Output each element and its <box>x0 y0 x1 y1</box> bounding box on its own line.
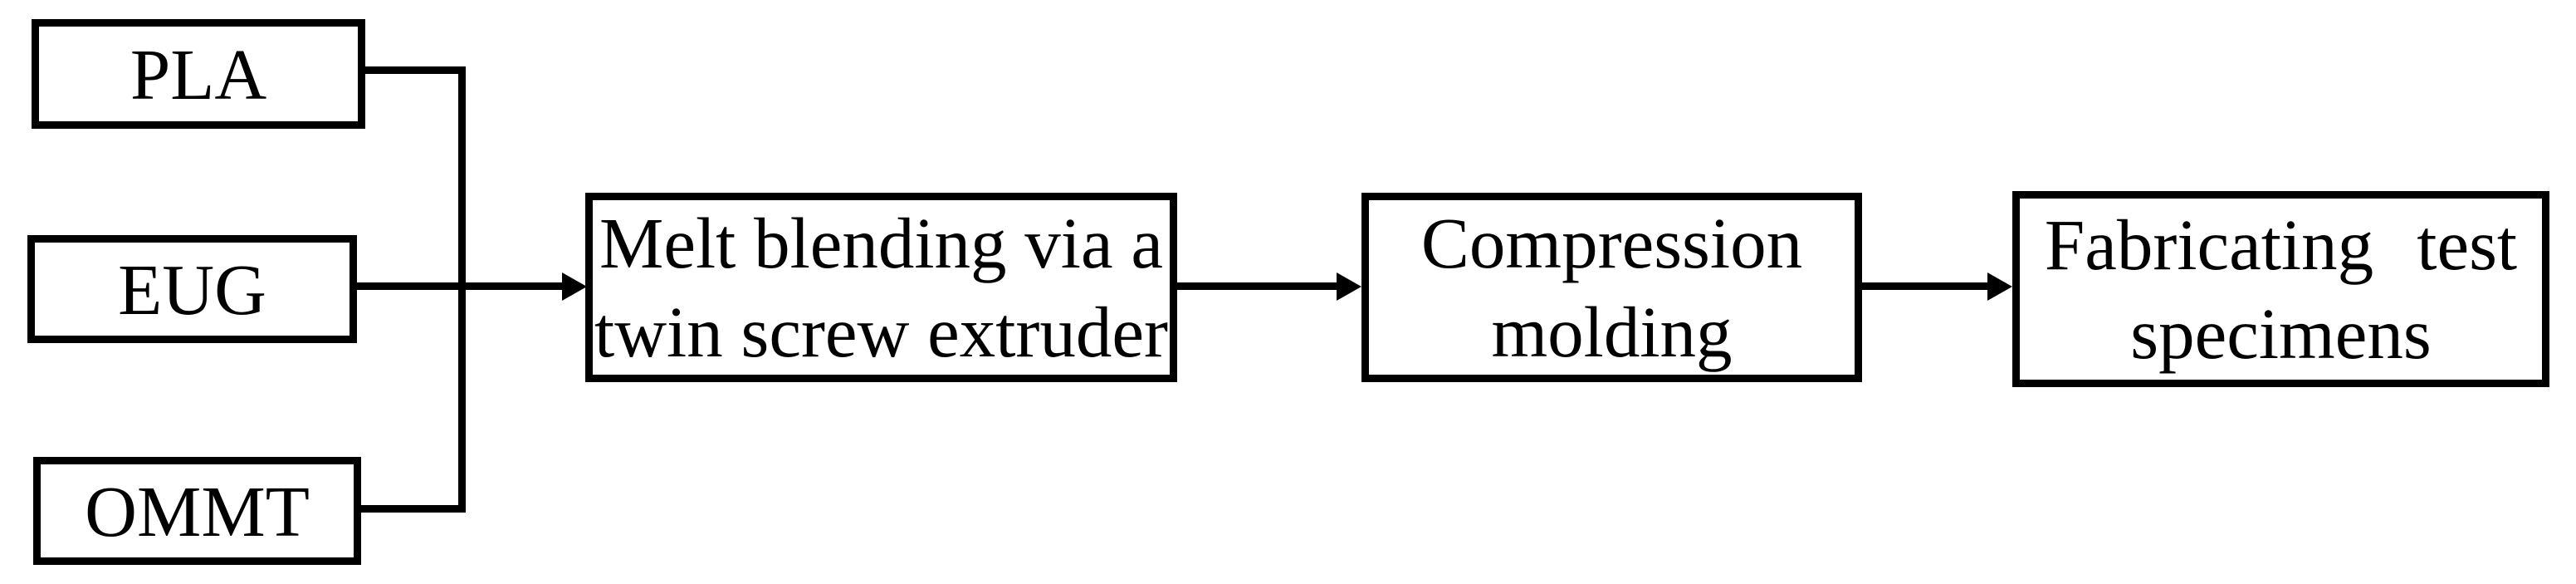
process-box-melt-blending: Melt blending via a twin screw extruder <box>585 193 1177 382</box>
arrow-line-compression-to-fabricating <box>1859 282 1992 290</box>
connector-pla-to-trunk <box>362 66 466 74</box>
material-box-ommt: OMMT <box>33 457 361 565</box>
arrow-line-melt-to-compression <box>1174 282 1337 290</box>
process-box-compression-molding: Compression molding <box>1361 193 1862 382</box>
arrow-line-materials-to-melt <box>354 282 563 290</box>
material-label-eug: EUG <box>118 248 266 330</box>
process-label-fabricating-line1: Fabricating test <box>2044 204 2518 285</box>
process-box-fabricating-specimens: Fabricating test specimens <box>2012 191 2549 387</box>
material-box-pla: PLA <box>32 19 365 129</box>
arrowhead-icon-melt <box>562 272 587 301</box>
process-label-fabricating-line2: specimens <box>2130 293 2432 374</box>
process-label-melt-line1: Melt blending via a <box>599 203 1163 283</box>
material-box-eug: EUG <box>27 235 357 343</box>
process-label-compression-line1: Compression <box>1420 203 1803 283</box>
material-label-ommt: OMMT <box>85 470 310 552</box>
material-label-pla: PLA <box>130 33 267 115</box>
arrowhead-icon-compression <box>1337 272 1361 301</box>
process-label-compression-line2: molding <box>1491 292 1733 372</box>
process-label-melt-line2: twin screw extruder <box>594 292 1168 372</box>
connector-ommt-to-trunk <box>358 505 466 513</box>
arrowhead-icon-fabricating <box>1987 272 2012 301</box>
